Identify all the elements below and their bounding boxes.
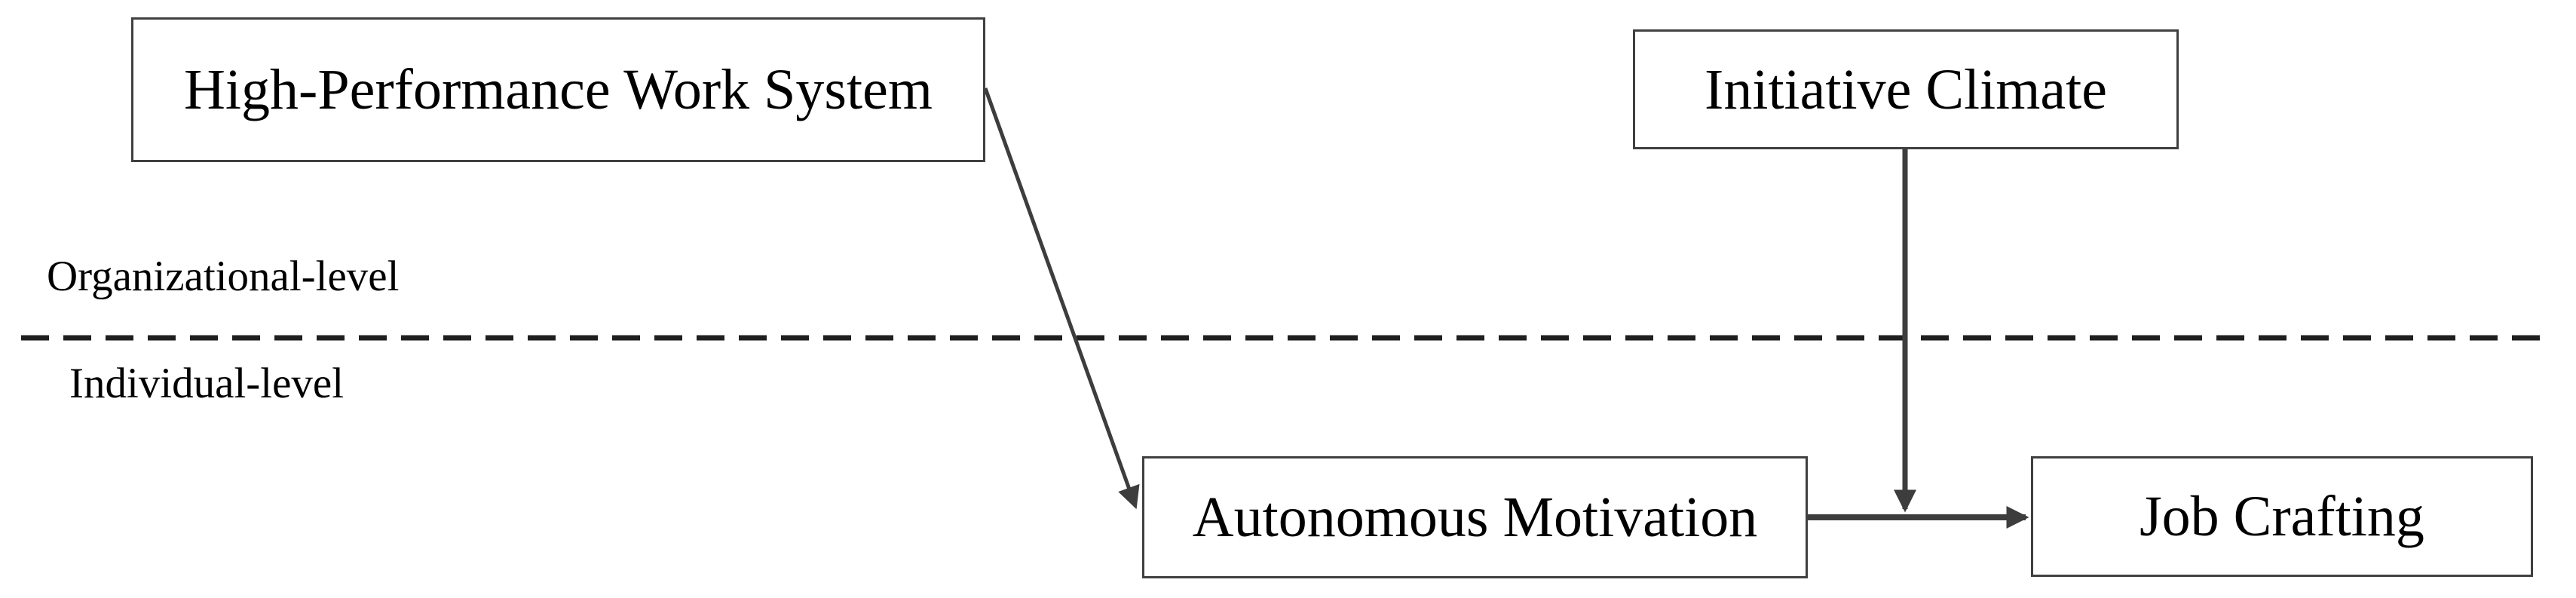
node-job-crafting: Job Crafting xyxy=(2031,456,2533,577)
node-initiative-climate-label: Initiative Climate xyxy=(1705,57,2107,121)
node-job-crafting-label: Job Crafting xyxy=(2140,485,2424,548)
node-high-performance-work-system-label: High-Performance Work System xyxy=(184,58,933,121)
node-autonomous-motivation-label: Autonomous Motivation xyxy=(1192,486,1758,549)
node-high-performance-work-system: High-Performance Work System xyxy=(131,17,985,162)
organizational-level-label: Organizational-level xyxy=(47,253,400,300)
arrow-hpws-to-autonomous-motivation xyxy=(983,87,1140,510)
node-autonomous-motivation: Autonomous Motivation xyxy=(1142,456,1808,578)
node-initiative-climate: Initiative Climate xyxy=(1633,29,2179,149)
individual-level-label: Individual-level xyxy=(69,360,345,407)
